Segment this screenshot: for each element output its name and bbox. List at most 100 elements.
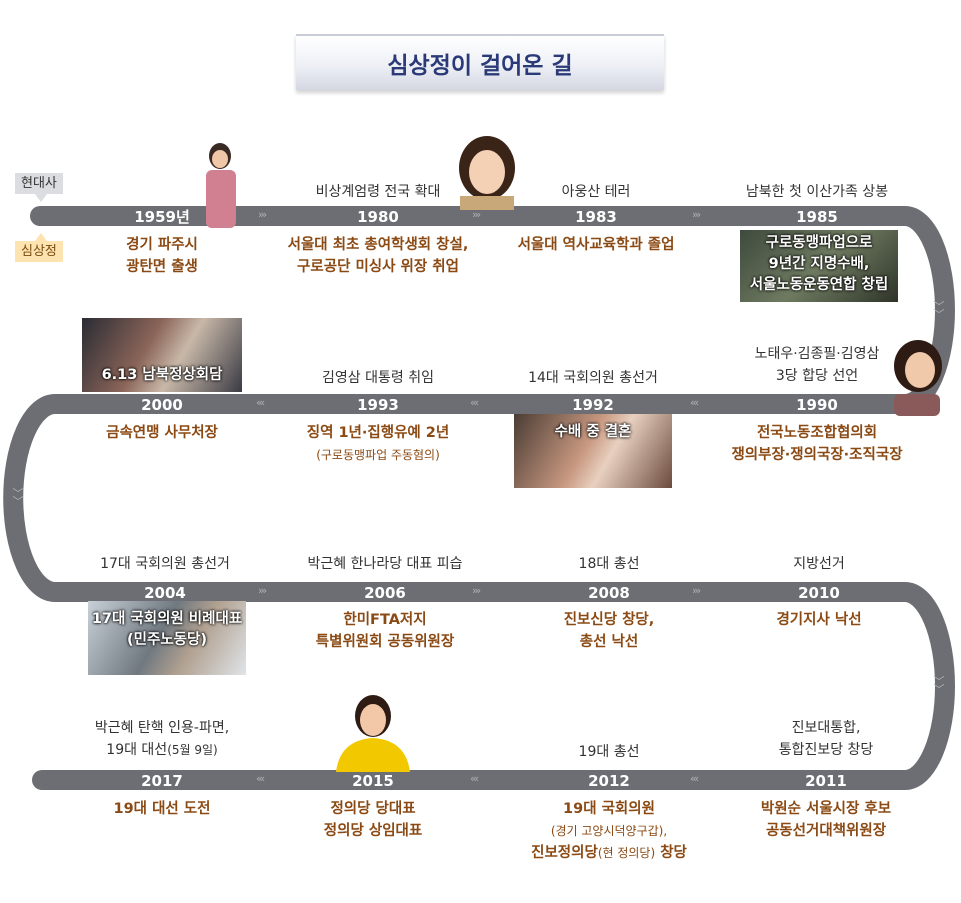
photo-caption-line: 9년간 지명수배, [768, 256, 870, 272]
personal-line: 광탄면 출생 [126, 259, 198, 275]
personal-event: 경기지사 낙선 [699, 609, 939, 631]
historical-event: 19대 총선 [499, 741, 719, 763]
flow-arrows: ‹‹‹ [690, 772, 699, 785]
flow-arrows: ‹‹‹ [470, 396, 479, 409]
flow-arrows: ››› [258, 208, 267, 221]
photo-caption-line: 수배 중 결혼 [554, 424, 632, 440]
year-label: 2017 [141, 772, 183, 790]
flow-arrows: ‹‹‹ [256, 396, 265, 409]
flow-arrows: ﹀﹀ [933, 675, 945, 696]
year-label: 2010 [798, 584, 840, 602]
personal-line: 경기지사 낙선 [776, 612, 862, 628]
personal-note: (경기 고양시덕양구갑), [550, 824, 668, 838]
personal-event: 서울대 최초 총여학생회 창설, 구로공단 미싱사 위장 취업 [248, 234, 508, 278]
personal-line: 경기 파주시 [126, 237, 198, 253]
flow-arrows: ‹‹‹ [256, 772, 265, 785]
personal-event: 19대 대선 도전 [42, 798, 282, 820]
personal-line: 금속연맹 사무처장 [106, 425, 218, 441]
photo-2000: 6.13 남북정상회담 [82, 318, 242, 392]
event-line: 19대 총선 [578, 744, 640, 760]
photo-caption-line: 구로동맹파업으로 [765, 235, 873, 251]
page-title: 심상정이 걸어온 길 [387, 53, 573, 79]
personal-line: 진보정의당(현 정의당) 창당 [479, 842, 739, 864]
personal-line: 특별위원회 공동위원장 [315, 634, 455, 650]
person-photo-2015 [336, 695, 410, 772]
year-label: 1980 [357, 208, 399, 226]
historical-event: 18대 총선 [499, 553, 719, 575]
person-tag: 심상정 [15, 233, 63, 262]
flow-arrows: ››› [692, 584, 701, 597]
flow-arrows: ››› [472, 584, 481, 597]
flow-arrows: ﹀﹀ [12, 487, 24, 508]
historical-event: 노태우·김종필·김영삼 3당 합당 선언 [707, 343, 927, 387]
event-line: 지방선거 [793, 556, 845, 572]
year-label: 2000 [141, 396, 183, 414]
personal-line: 서울대 역사교육학과 졸업 [517, 237, 675, 253]
historical-event: 박근혜 탄핵 인용-파면, 19대 대선(5월 9일) [52, 717, 272, 761]
flow-arrows: ››› [258, 584, 267, 597]
event-line: 비상계엄령 전국 확대 [315, 184, 441, 200]
historical-event: 아웅산 테러 [486, 181, 706, 203]
photo-caption-line: (민주노동당) [127, 632, 207, 648]
year-label: 2008 [588, 584, 630, 602]
flow-arrows: ﹀﹀ [933, 300, 945, 321]
event-line: 남북한 첫 이산가족 상봉 [745, 184, 889, 200]
personal-line-part: 진보정의당 [531, 845, 598, 861]
personal-event: 경기 파주시 광탄면 출생 [42, 234, 282, 278]
historical-event: 17대 국회의원 총선거 [55, 553, 275, 575]
year-label: 1993 [357, 396, 399, 414]
photo-caption-line: 17대 국회의원 비례대표 [91, 611, 243, 627]
event-line: 박근혜 탄핵 인용-파면, [94, 720, 230, 736]
photo-caption-line: 6.13 남북정상회담 [101, 367, 223, 383]
personal-event: 한미FTA저지 특별위원회 공동위원장 [265, 609, 505, 653]
personal-line: 정의당 당대표 [330, 801, 416, 817]
event-line: 19대 대선(5월 9일) [52, 739, 272, 761]
event-line: 통합진보당 창당 [778, 742, 874, 758]
year-label: 1990 [796, 396, 838, 414]
personal-event: 박원순 서울시장 후보 공동선거대책위원장 [706, 798, 946, 842]
photo-caption-line: 서울노동운동연합 창립 [749, 277, 889, 293]
era-tag: 현대사 [15, 173, 63, 202]
track-path [3, 206, 955, 790]
event-line: 3당 합당 선언 [775, 368, 859, 384]
flow-arrows: ‹‹‹ [470, 772, 479, 785]
personal-event: 19대 국회의원 (경기 고양시덕양구갑), 진보정의당(현 정의당) 창당 [479, 798, 739, 864]
historical-event: 진보대통합, 통합진보당 창당 [716, 717, 936, 761]
person-photo-young [459, 136, 515, 210]
year-label: 1992 [572, 396, 614, 414]
personal-line: 전국노동조합협의회 [756, 425, 878, 441]
flow-arrows: ››› [472, 208, 481, 221]
year-label: 2015 [352, 772, 394, 790]
event-note: (5월 9일) [167, 743, 218, 757]
personal-line: 한미FTA저지 [343, 612, 427, 628]
personal-event: 징역 1년·집행유예 2년 (구로동맹파업 주동혐의) [258, 422, 498, 466]
event-line-part: 19대 대선 [106, 742, 168, 758]
personal-line: 공동선거대책위원장 [765, 823, 887, 839]
flow-arrows: ››› [692, 208, 701, 221]
flow-arrows: ‹‹‹ [690, 396, 699, 409]
personal-line: 총선 낙선 [579, 634, 639, 650]
event-line: 노태우·김종필·김영삼 [754, 346, 880, 362]
event-line: 17대 국회의원 총선거 [100, 556, 230, 572]
photo-2004: 17대 국회의원 비례대표 (민주노동당) [88, 601, 246, 675]
personal-event: 정의당 당대표 정의당 상임대표 [253, 798, 493, 842]
personal-line: 서울대 최초 총여학생회 창설, [287, 237, 469, 253]
event-line: 진보대통합, [791, 720, 861, 736]
year-label: 1985 [796, 208, 838, 226]
personal-event: 진보신당 창당, 총선 낙선 [489, 609, 729, 653]
personal-line: 쟁의부장·쟁의국장·조직국장 [731, 447, 903, 463]
historical-event: 박근혜 한나라당 대표 피습 [275, 553, 495, 575]
event-line: 아웅산 테러 [561, 184, 631, 200]
photo-1985: 구로동맹파업으로 9년간 지명수배, 서울노동운동연합 창립 [740, 230, 898, 302]
personal-line: 19대 대선 도전 [113, 801, 211, 817]
personal-note: (구로동맹파업 주동혐의) [316, 448, 440, 462]
historical-event: 남북한 첫 이산가족 상봉 [707, 181, 927, 203]
personal-line: 박원순 서울시장 후보 [760, 801, 892, 817]
year-label: 1983 [575, 208, 617, 226]
year-label: 2012 [588, 772, 630, 790]
photo-1992: 수배 중 결혼 [514, 414, 672, 488]
event-line: 14대 국회의원 총선거 [528, 370, 658, 386]
personal-line: 19대 국회의원 [563, 801, 655, 817]
